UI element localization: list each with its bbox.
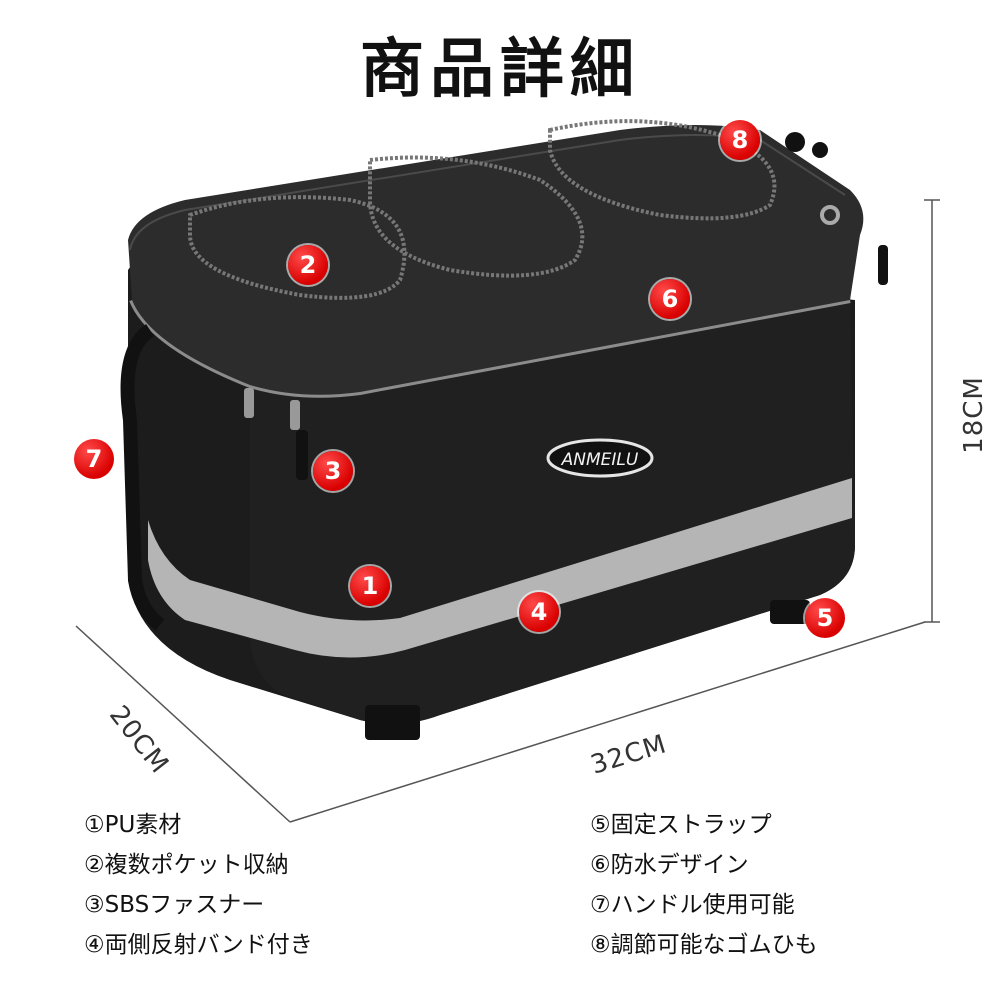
brand-logo (546, 438, 654, 478)
feature-item: ③SBSファスナー (84, 892, 265, 918)
feature-item: ⑦ハンドル使用可能 (590, 892, 795, 918)
feature-item: ④両側反射バンド付き (84, 932, 313, 958)
bag-lid (128, 125, 864, 395)
depth-dimension-line (75, 625, 291, 823)
marker-5: 5 (805, 598, 845, 638)
feature-item: ⑧調節可能なゴムひも (590, 932, 818, 958)
feature-item: ⑥防水デザイン (590, 852, 749, 878)
fixing-strap (365, 705, 420, 740)
marker-2: 2 (288, 245, 328, 285)
reflective-band (148, 478, 852, 658)
feature-list-left: ①PU素材 ②複数ポケット収納 ③SBSファスナー ④両側反射バンド付き (84, 805, 313, 965)
height-label: 18CM (958, 376, 989, 454)
marker-4: 4 (519, 592, 559, 632)
feature-item: ②複数ポケット収納 (84, 852, 289, 878)
bungee-cord (188, 195, 407, 300)
bag-front-face (250, 290, 855, 724)
marker-7: 7 (74, 439, 114, 479)
marker-1: 1 (350, 566, 390, 606)
cord-adjuster (785, 132, 805, 152)
side-handle (120, 324, 165, 631)
zipper-pull (244, 388, 254, 418)
feature-list-right: ⑤固定ストラップ ⑥防水デザイン ⑦ハンドル使用可能 ⑧調節可能なゴムひも (590, 805, 818, 965)
page-title: 商品詳細 (360, 33, 640, 107)
marker-8: 8 (720, 120, 760, 160)
feature-item: ①PU素材 (84, 812, 182, 838)
feature-item: ⑤固定ストラップ (590, 812, 772, 838)
marker-3: 3 (313, 451, 353, 491)
marker-6: 6 (650, 279, 690, 319)
brand-logo-text: ANMEILU (561, 450, 639, 470)
width-dimension-line (289, 621, 926, 823)
